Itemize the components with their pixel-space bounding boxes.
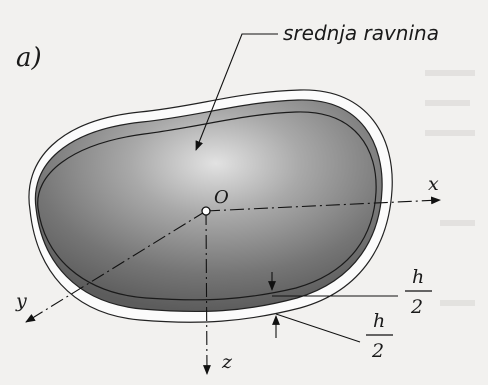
origin-point	[201, 206, 211, 216]
plane-label: srednja ravnina	[283, 21, 439, 45]
thickness-top-numerator: h	[412, 266, 424, 288]
plate-body	[34, 99, 383, 313]
z-axis-label: z	[221, 351, 233, 373]
background-bleed	[425, 70, 475, 306]
x-axis	[205, 196, 441, 212]
panel-label: a)	[16, 43, 42, 73]
y-axis	[25, 210, 207, 323]
x-axis-label: x	[428, 173, 439, 195]
thickness-leader-lower	[275, 313, 361, 343]
thickness-top-denominator: 2	[410, 296, 423, 318]
origin-label: O	[214, 187, 229, 208]
thickness-bottom-numerator: h	[373, 310, 385, 332]
z-axis	[202, 210, 211, 375]
label-leader	[195, 33, 278, 151]
thickness-bottom-denominator: 2	[371, 340, 384, 362]
y-axis-label: y	[15, 290, 27, 312]
middle-plane-outline	[37, 111, 377, 301]
